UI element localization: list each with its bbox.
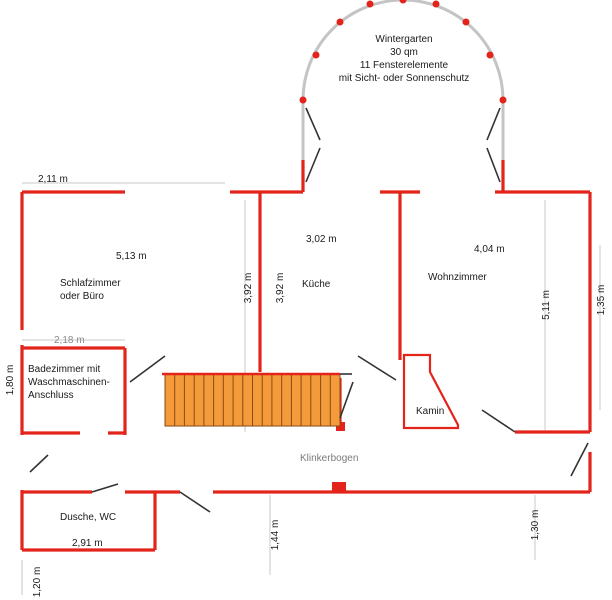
pillar-bottom <box>332 482 346 492</box>
staircase <box>162 372 354 427</box>
dimension-1-35: 1,35 m <box>596 285 607 316</box>
dimension-1-44: 1,44 m <box>270 520 281 551</box>
wintergarten-line3: 11 Fensterelemente <box>360 60 449 71</box>
schlafzimmer-label-line2: oder Büro <box>60 291 104 302</box>
dimension-1-20: 1,20 m <box>32 567 43 598</box>
dimension-4-04: 4,04 m <box>474 244 505 255</box>
bad-label-line2: Waschmaschinen- <box>28 377 110 388</box>
kamin-shape <box>402 353 460 430</box>
dimension-3-92-right: 3,92 m <box>275 273 286 304</box>
klinkerbogen-label: Klinkerbogen <box>300 453 358 464</box>
kueche-label: Küche <box>302 279 331 290</box>
dimension-5-11: 5,11 m <box>541 290 552 320</box>
dimension-1-30: 1,30 m <box>530 510 541 541</box>
wohnzimmer-label: Wohnzimmer <box>428 272 487 283</box>
dusche-label: Dusche, WC <box>60 512 116 523</box>
wintergarten-label: Wintergarten 30 qm 11 Fensterelemente mi… <box>339 34 470 84</box>
wintergarten-dome <box>299 0 507 192</box>
wintergarten-line4: mit Sicht- oder Sonnenschutz <box>339 73 470 84</box>
dimension-3-02: 3,02 m <box>306 234 337 245</box>
schlafzimmer-label-line1: Schlafzimmer <box>60 278 121 289</box>
dimension-2-18: 2,18 m <box>54 335 85 346</box>
dimension-1-80: 1,80 m <box>5 365 16 396</box>
door-swings <box>29 355 589 513</box>
walls <box>20 190 592 552</box>
kamin-label: Kamin <box>416 406 444 417</box>
dimension-2-11: 2,11 m <box>38 174 68 185</box>
dimension-2-91: 2,91 m <box>72 538 103 549</box>
wintergarten-line2: 30 qm <box>390 47 418 58</box>
dimension-5-13: 5,13 m <box>116 251 147 262</box>
dimension-3-92-left: 3,92 m <box>243 273 254 304</box>
bad-label-line1: Badezimmer mit <box>28 364 100 375</box>
window-posts <box>299 0 507 104</box>
wintergarten-line1: Wintergarten <box>375 34 432 45</box>
bad-label-line3: Anschluss <box>28 390 74 401</box>
